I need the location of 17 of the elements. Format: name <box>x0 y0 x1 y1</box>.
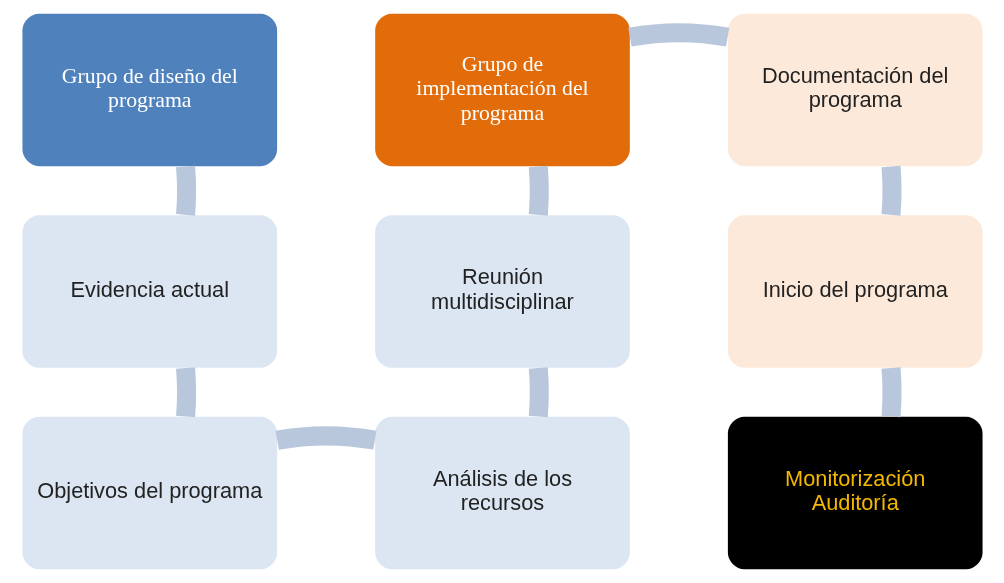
node-box: Análisis de los recursos <box>374 416 630 570</box>
connector <box>175 165 196 216</box>
connector <box>528 367 549 418</box>
node-box: Monitorización Auditoría <box>727 416 983 570</box>
connector <box>528 165 549 216</box>
node-box: Grupo de implementación del programa <box>374 13 630 167</box>
connector <box>175 367 196 418</box>
connector <box>627 23 729 47</box>
node-box: Reunión multidisciplinar <box>374 215 630 368</box>
node-box: Grupo de diseño del programa <box>21 13 277 167</box>
node-box: Documentación del programa <box>727 13 983 167</box>
connector <box>881 165 901 216</box>
node-box: Inicio del programa <box>727 215 983 368</box>
connector <box>881 367 901 418</box>
connector <box>275 426 376 450</box>
node-box: Objetivos del programa <box>21 416 277 570</box>
node-box: Evidencia actual <box>21 215 277 368</box>
